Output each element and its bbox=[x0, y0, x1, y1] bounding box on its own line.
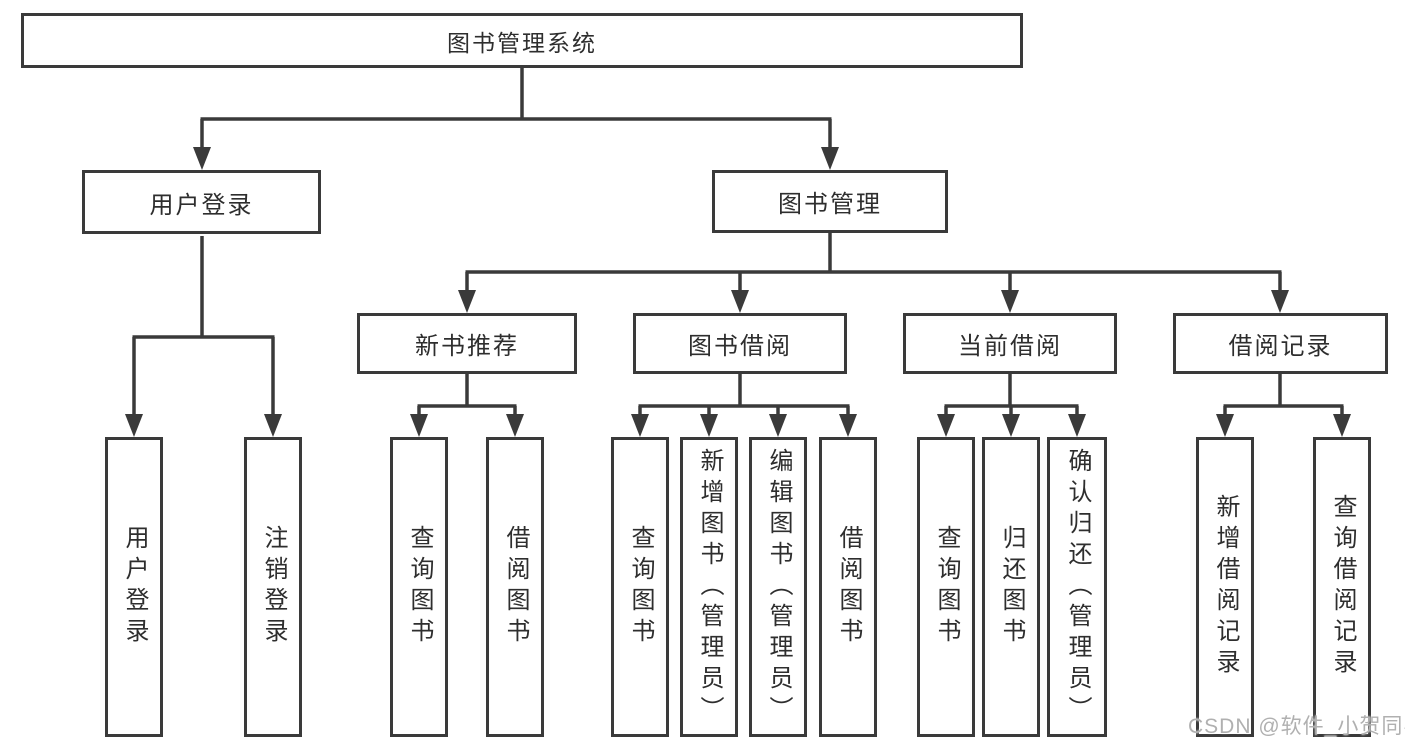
leaf-query-books-borrowing: 查询图书 bbox=[611, 437, 669, 737]
csdn-watermark: CSDN @软件_小贺同学 bbox=[1188, 715, 1405, 738]
node-new-book-recommend: 新书推荐 bbox=[357, 313, 577, 374]
leaf-borrow-books-recommend: 借阅图书 bbox=[486, 437, 544, 737]
node-borrowing-records: 借阅记录 bbox=[1173, 313, 1388, 374]
leaf-query-books-recommend: 查询图书 bbox=[390, 437, 448, 737]
leaf-edit-books-admin: 编辑图书（管理员） bbox=[749, 437, 807, 737]
leaf-logout: 注销登录 bbox=[244, 437, 302, 737]
node-root-system: 图书管理系统 bbox=[21, 13, 1023, 68]
leaf-query-borrow-record: 查询借阅记录 bbox=[1313, 437, 1371, 737]
leaf-borrow-books-borrowing: 借阅图书 bbox=[819, 437, 877, 737]
node-book-management: 图书管理 bbox=[712, 170, 948, 233]
leaf-return-books: 归还图书 bbox=[982, 437, 1040, 737]
leaf-add-books-admin: 新增图书（管理员） bbox=[680, 437, 738, 737]
leaf-user-login: 用户登录 bbox=[105, 437, 163, 737]
leaf-query-books-current: 查询图书 bbox=[917, 437, 975, 737]
node-book-borrowing: 图书借阅 bbox=[633, 313, 847, 374]
node-current-borrowing: 当前借阅 bbox=[903, 313, 1117, 374]
node-user-login: 用户登录 bbox=[82, 170, 321, 234]
leaf-confirm-return-admin: 确认归还（管理员） bbox=[1047, 437, 1107, 737]
leaf-add-borrow-record: 新增借阅记录 bbox=[1196, 437, 1254, 737]
